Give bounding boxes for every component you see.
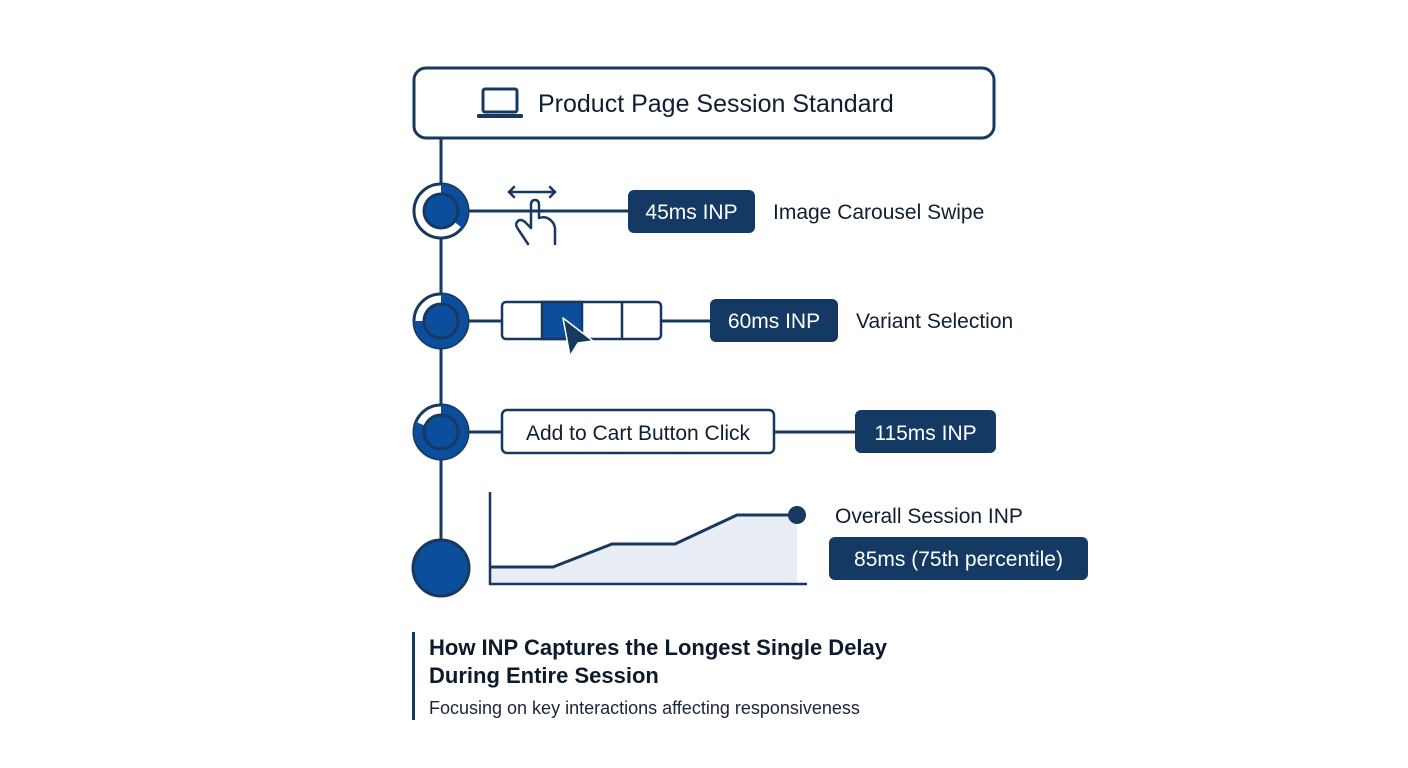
interaction-row-variant: 60ms INP Variant Selection xyxy=(412,292,1013,357)
session-line-chart xyxy=(488,492,807,586)
header-title: Product Page Session Standard xyxy=(538,90,894,118)
caption-title-line1: How INP Captures the Longest Single Dela… xyxy=(429,635,888,660)
interaction-label-add-to-cart: Add to Cart Button Click xyxy=(526,422,751,445)
timeline-node-3 xyxy=(412,403,470,461)
timeline-node-final xyxy=(411,538,471,598)
variant-selector-icon xyxy=(500,300,663,357)
cursor-icon xyxy=(562,317,594,357)
swipe-gesture-icon xyxy=(507,185,557,246)
timeline-node-1 xyxy=(412,182,470,240)
inp-badge-add-to-cart: 115ms INP xyxy=(874,422,976,445)
caption-subtitle: Focusing on key interactions affecting r… xyxy=(429,698,860,718)
caption-title: How INP Captures the Longest Single Dela… xyxy=(429,634,972,690)
header-box: Product Page Session Standard xyxy=(412,66,996,140)
inp-badge-variant: 60ms INP xyxy=(728,310,820,333)
laptop-icon xyxy=(477,87,523,118)
session-label: Overall Session INP xyxy=(835,505,1023,528)
timeline-node-2 xyxy=(412,292,470,350)
caption-block: How INP Captures the Longest Single Dela… xyxy=(412,632,972,720)
interaction-row-carousel: 45ms INP Image Carousel Swipe xyxy=(412,182,984,246)
interaction-row-add-to-cart: Add to Cart Button Click 115ms INP xyxy=(412,403,996,461)
interaction-label-variant: Variant Selection xyxy=(856,310,1013,333)
caption-title-line2: During Entire Session xyxy=(429,663,659,688)
interaction-label-carousel: Image Carousel Swipe xyxy=(773,201,984,224)
session-summary: Overall Session INP 85ms (75th percentil… xyxy=(411,492,1088,598)
session-value-badge: 85ms (75th percentile) xyxy=(854,548,1063,571)
inp-badge-carousel: 45ms INP xyxy=(645,201,737,224)
